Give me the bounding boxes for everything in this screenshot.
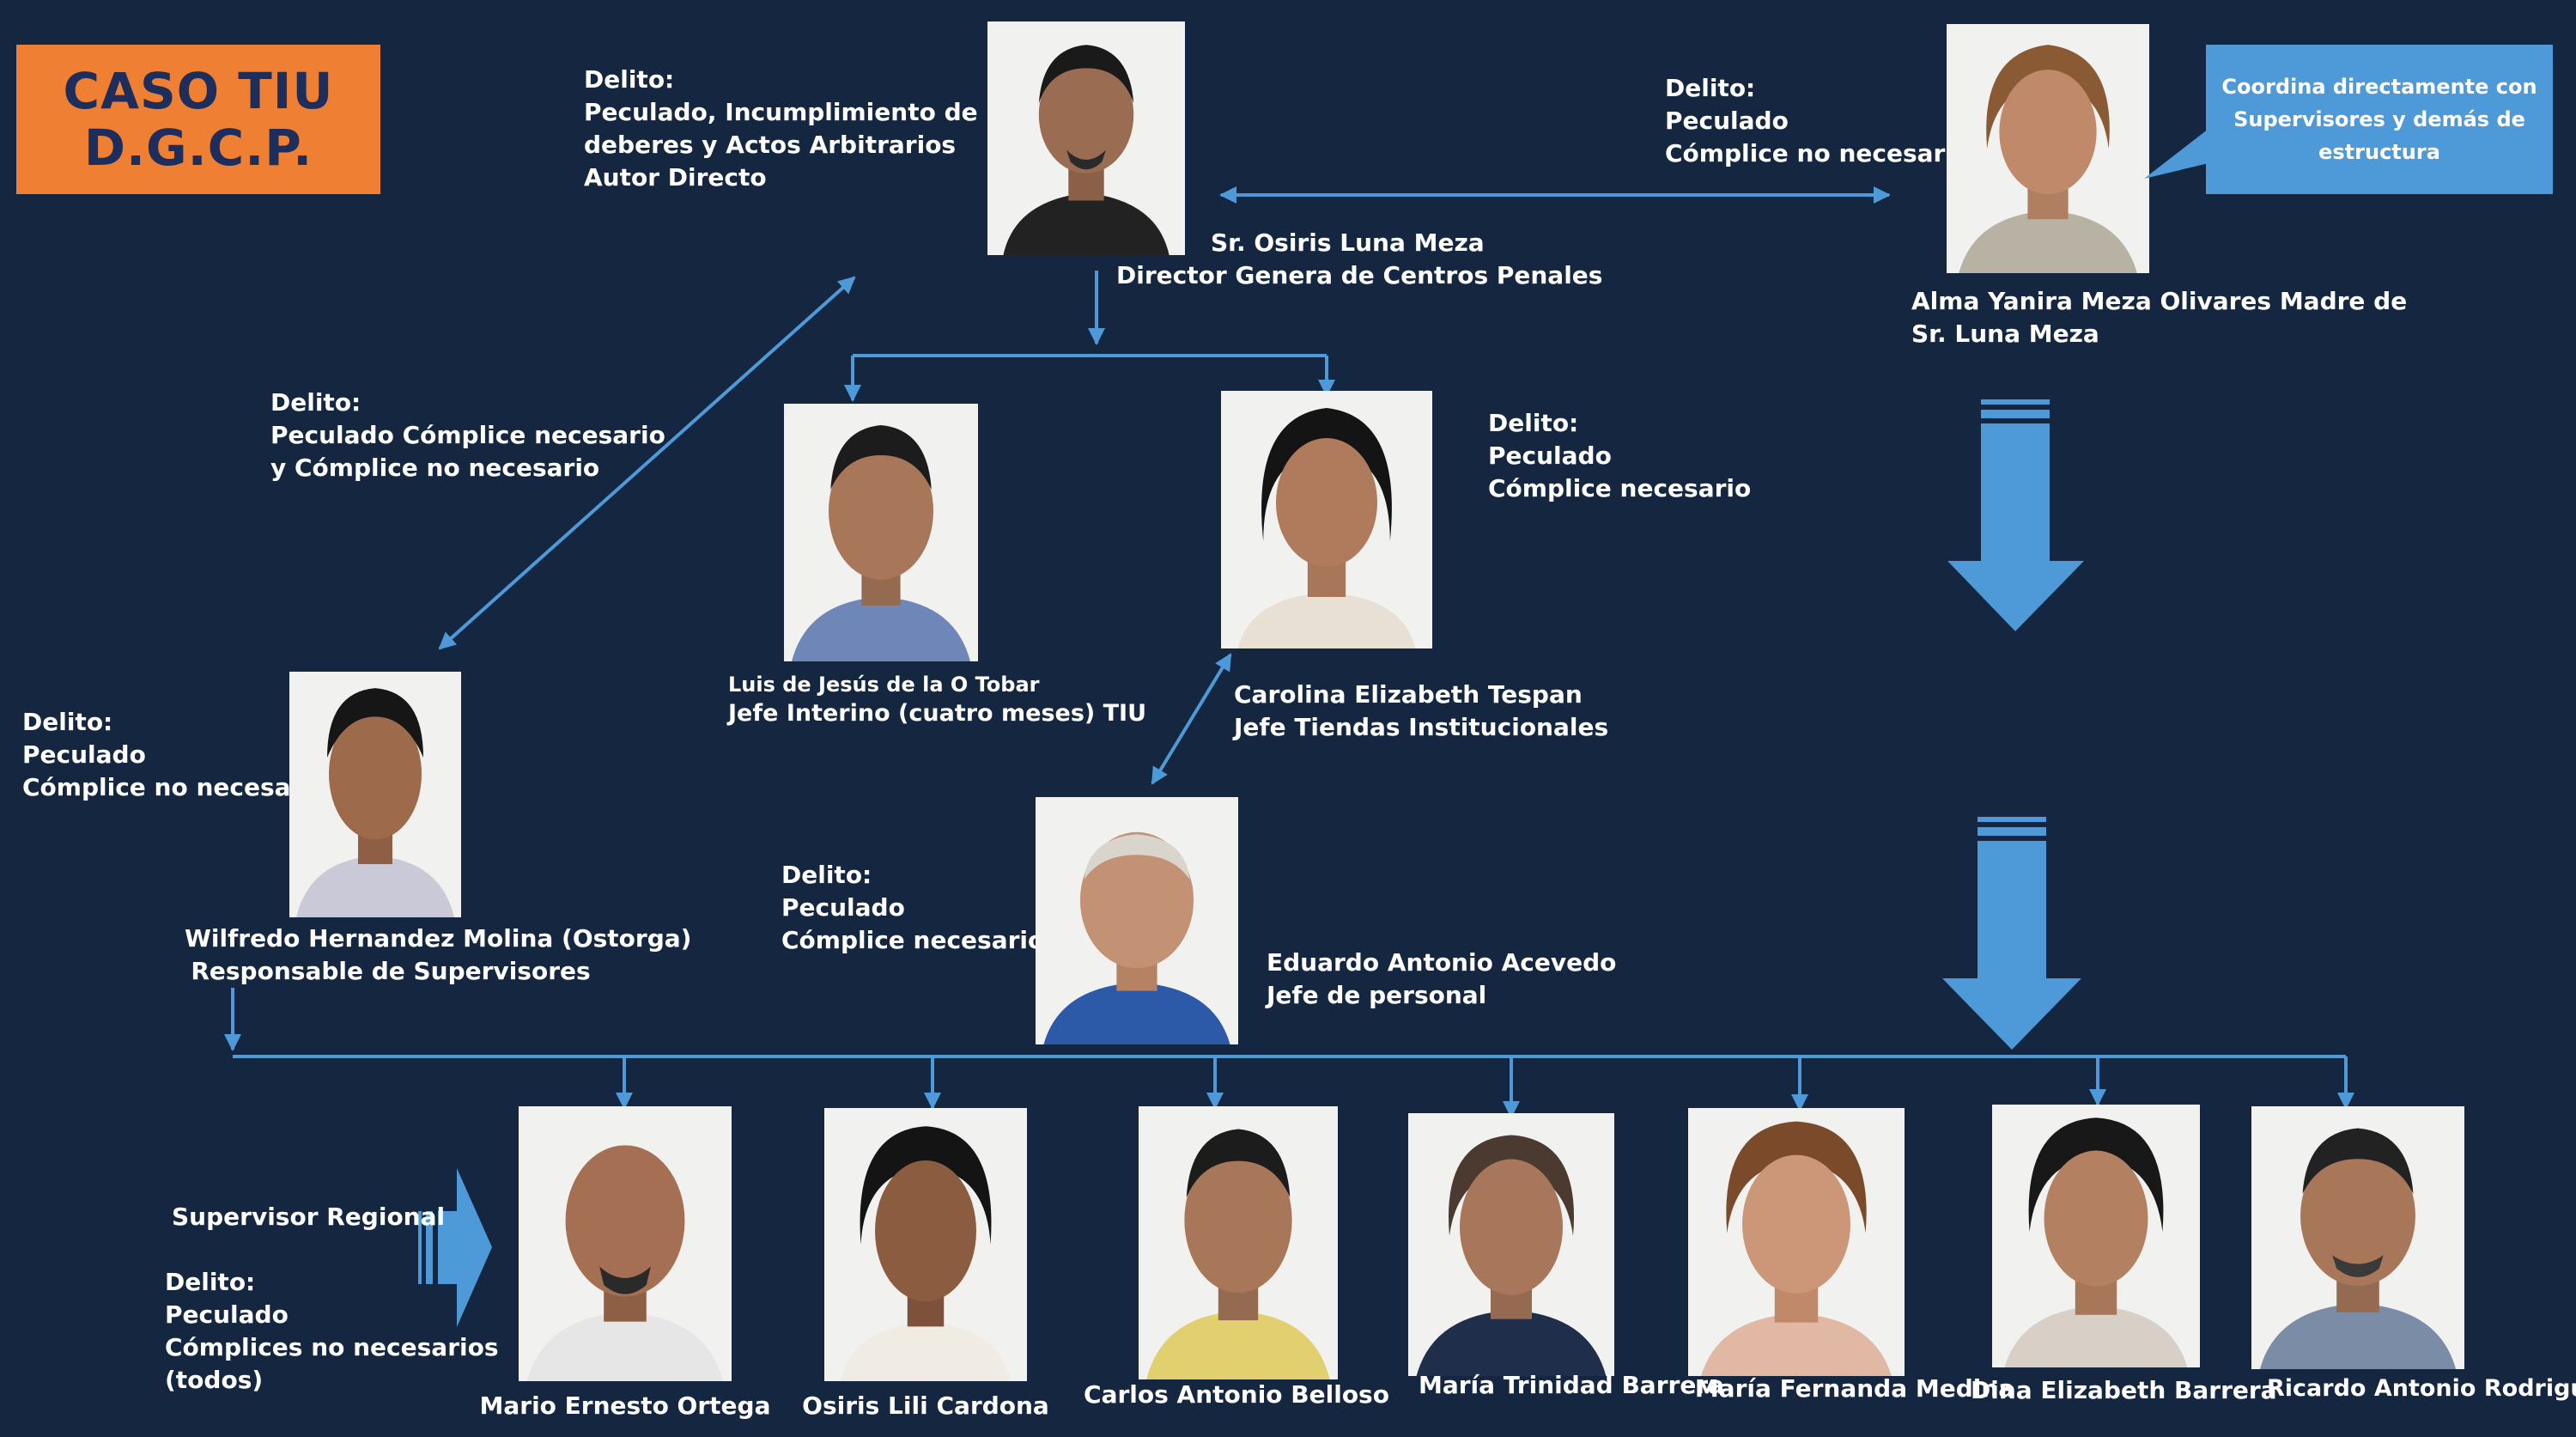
wilfredo-caption: Wilfredo Hernandez Molina (Ostorga) Resp… [185, 922, 597, 988]
down-block-arrow-lower [1942, 817, 2081, 1050]
director-caption: Sr. Osiris Luna Meza Director Genera de … [1116, 227, 1602, 292]
director-delito: Delito: Peculado, Incumplimiento de debe… [584, 64, 978, 194]
carolina-delito: Delito: Peculado Cómplice necesario [1488, 407, 1751, 505]
supervisor-name-2: Osiris Lili Cardona [754, 1390, 1097, 1422]
supervisor-heading: Supervisor Regional [172, 1201, 445, 1233]
supervisor-photo-6 [1992, 1105, 2200, 1367]
supervisor-name-3: Carlos Antonio Belloso [1065, 1379, 1408, 1411]
supervisor-photo-1 [519, 1106, 732, 1381]
supervisor-name-1: Mario Ernesto Ortega [453, 1390, 797, 1422]
callout-tail [2144, 129, 2213, 180]
supervisor-photo-4 [1408, 1113, 1614, 1376]
madre-caption: Alma Yanira Meza Olivares Madre de Sr. L… [1911, 285, 2407, 350]
down-block-arrow-upper [1947, 399, 2084, 631]
supervisor-photo-2 [824, 1108, 1027, 1381]
supervisor-name-6: Dina Elizabeth Barrera [1971, 1374, 2263, 1407]
supervisor-name-7: Ricardo Antonio Rodriguez [2267, 1373, 2567, 1405]
supervisor-photo-3 [1139, 1106, 1338, 1379]
madre-photo [1947, 24, 2149, 273]
supervisor-photo-7 [2251, 1106, 2464, 1369]
wilfredo-photo [289, 672, 461, 917]
case-title-box: CASO TIU D.G.C.P. [16, 45, 380, 194]
supervisor-delito: Delito: Peculado Cómplices no necesarios… [165, 1266, 499, 1397]
madre-delito: Delito: Peculado Cómplice no necesario [1665, 72, 1970, 170]
eduardo-photo [1036, 797, 1238, 1044]
carolina-caption: Carolina Elizabeth Tespan Jefe Tiendas I… [1234, 679, 1608, 744]
supervisor-photo-5 [1688, 1108, 1905, 1376]
director-wilfredo-delito: Delito: Peculado Cómplice necesario y Có… [270, 387, 665, 484]
madre-callout: Coordina directamente con Supervisores y… [2206, 45, 2553, 194]
luis-photo [784, 404, 978, 661]
director-photo [987, 21, 1185, 255]
luis-caption: Luis de Jesús de la O Tobar Jefe Interin… [728, 670, 1146, 728]
eduardo-caption: Eduardo Antonio Acevedo Jefe de personal [1267, 947, 1616, 1012]
case-title: CASO TIU [64, 63, 334, 119]
carolina-to-eduardo-link [1152, 655, 1230, 783]
wilfredo-delito: Delito: Peculado Cómplice no necesario [22, 706, 327, 804]
eduardo-delito: Delito: Peculado Cómplice necesario [781, 859, 1044, 957]
carolina-photo [1221, 391, 1432, 648]
case-subtitle: D.G.C.P. [84, 119, 313, 176]
